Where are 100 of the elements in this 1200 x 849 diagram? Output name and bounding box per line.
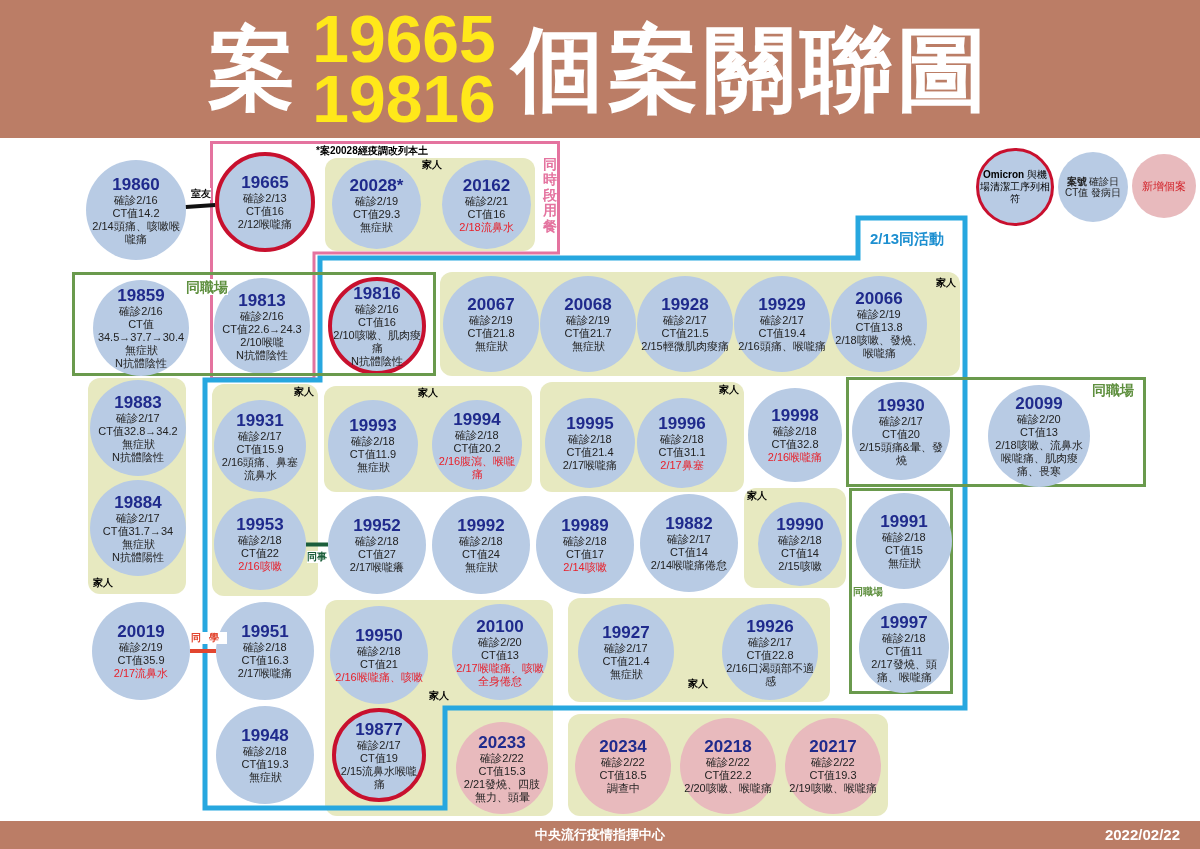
ct-value: CT值22.2 [704, 769, 752, 782]
group-band [324, 386, 532, 492]
ct-value: CT值21.4 [566, 446, 614, 459]
case-number: 19927 [602, 623, 650, 642]
symptom-note: 無症狀 [474, 340, 508, 353]
case-number: 19996 [658, 414, 706, 433]
ct-value: CT值13 [1020, 426, 1058, 439]
confirmed-date: 確診2/18 [882, 631, 926, 645]
confirmed-date: 確診2/18 [351, 435, 395, 448]
group-band [440, 272, 960, 376]
confirmed-date: 確診2/21 [464, 194, 509, 208]
ct-value: CT值16.3 [241, 654, 289, 667]
symptom-note: 2/14咳嗽 [563, 561, 607, 574]
ct-value: CT值11.9 [349, 448, 397, 461]
confirmed-date: 確診2/17 [238, 429, 282, 443]
group-label: 家人 [688, 678, 708, 690]
case-number: 20162 [462, 175, 511, 195]
confirmed-date: 確診2/18 [357, 645, 401, 658]
case-number: 19952 [353, 516, 401, 535]
group-label: 家人 [719, 384, 739, 396]
confirmed-date: 確診2/16 [355, 303, 399, 316]
case-number: 19859 [117, 286, 165, 305]
antibody-note: N抗體陰性 [236, 348, 288, 362]
group-label: 家人 [936, 277, 956, 289]
confirmed-date: 確診2/19 [469, 314, 513, 327]
confirmed-date: 確診2/22 [480, 751, 524, 765]
edge-label: 室友 [190, 188, 211, 200]
group-band [212, 384, 318, 596]
ct-value: CT值16 [467, 207, 506, 221]
group-outline [849, 488, 953, 694]
case-number: 19877 [355, 719, 403, 739]
antibody-note: N抗體陰性 [351, 355, 403, 368]
ct-value: CT值16 [358, 316, 396, 329]
ct-value: CT值21.8 [467, 327, 515, 340]
confirmed-date: 確診2/17 [357, 738, 401, 752]
case-number: 19998 [771, 406, 819, 425]
confirmed-date: 確診2/18 [568, 433, 612, 446]
symptom-note: 2/14頭痛、咳嗽喉嚨痛 [91, 219, 181, 246]
ct-value: CT值15 [885, 544, 923, 557]
case-number: 19993 [349, 416, 397, 435]
case-number: 20233 [478, 732, 526, 752]
case-number: 19995 [566, 414, 614, 433]
edge-label: 同學 [191, 632, 227, 644]
symptom-note: 2/17喉嚨痛 [562, 459, 618, 472]
footer-text: 中央流行疫情指揮中心 [535, 827, 665, 843]
confirmed-date: 確診2/17 [748, 635, 792, 649]
confirmed-date: 確診2/18 [563, 535, 607, 548]
confirmed-date: 確診2/18 [243, 641, 287, 654]
case-number: 19991 [880, 512, 928, 531]
symptom-note: 無症狀 [121, 437, 155, 451]
title-text: 19816 [312, 69, 496, 129]
group-band [325, 158, 535, 251]
confirmed-date: 確診2/16 [240, 309, 284, 323]
symptom-note: 2/16腹瀉、喉嚨痛 [437, 454, 517, 481]
ct-value: CT值15.9 [236, 442, 284, 456]
ct-value: CT值20 [882, 427, 920, 441]
confirmed-date: 確診2/22 [811, 756, 855, 769]
case-number: 19860 [112, 174, 160, 194]
group-label: 家人 [747, 490, 767, 502]
case-number: 20217 [809, 737, 857, 756]
confirmed-date: 確診2/20 [1017, 413, 1061, 426]
case-number: 19813 [238, 290, 286, 310]
group-label: 同職場 [853, 586, 883, 598]
connector-line [185, 203, 216, 209]
confirmed-date: 確診2/18 [660, 433, 704, 446]
ct-value: CT值15.3 [478, 764, 526, 778]
symptom-note: 2/15頭痛&暈、發燒 [858, 440, 944, 467]
footer-date: 2022/02/22 [1104, 826, 1180, 844]
confirmed-date: 確診2/19 [354, 194, 399, 208]
connector-line [190, 649, 216, 653]
group-band [540, 382, 744, 492]
connector-line [305, 542, 328, 547]
confirmed-date: 確診2/18 [778, 534, 822, 547]
symptom-note: 2/18流鼻水 [459, 220, 514, 234]
case-number: 19994 [453, 409, 501, 429]
legend-text: Omicron 與機場清潔工序列相符 [979, 169, 1051, 205]
symptom-note: 無症狀 [887, 557, 921, 570]
group-label: 家人 [418, 387, 438, 399]
group-label: 同時段用餐 [543, 157, 557, 234]
legend-text: 新增個案 [1142, 179, 1186, 193]
case-number: 19992 [457, 516, 505, 535]
case-number: 19948 [241, 726, 289, 745]
case-number: 19884 [114, 492, 162, 512]
symptom-note: 2/17鼻塞 [660, 459, 704, 472]
case-number: 19882 [665, 514, 713, 533]
symptom-note: 2/21發燒、四肢無力、頭暈 [462, 777, 542, 804]
confirmed-date: 確診2/18 [882, 531, 926, 544]
symptom-note: 無症狀 [248, 771, 282, 784]
case-number: 20066 [855, 288, 903, 308]
case-number: 20100 [476, 616, 524, 636]
case-number: 20028* [349, 175, 404, 195]
symptom-note: 2/10喉嚨 [240, 335, 284, 349]
confirmed-date: 確診2/17 [116, 411, 160, 425]
ct-value: CT值14.2 [112, 206, 160, 220]
symptom-note: 無症狀 [609, 668, 643, 681]
group-label: 家人 [294, 386, 314, 398]
antibody-note: N抗體陰性 [115, 357, 167, 370]
group-band [88, 378, 186, 594]
confirmed-date: 確診2/20 [478, 635, 522, 649]
confirmed-date: 確診2/18 [459, 535, 503, 548]
